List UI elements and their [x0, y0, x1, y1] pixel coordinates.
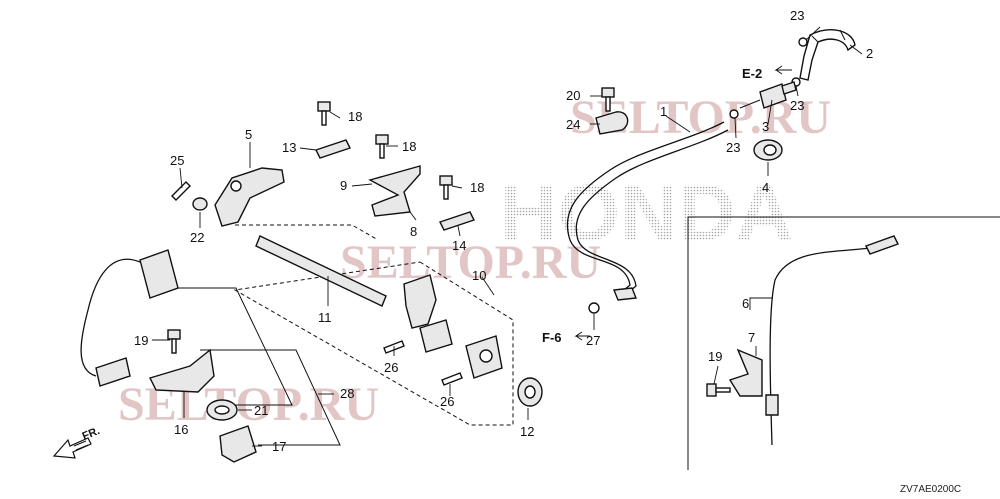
part-9-bracket [368, 165, 421, 217]
callout-19-inset: 19 [708, 349, 722, 364]
sensor-body [139, 249, 179, 299]
part-4-grommet [753, 139, 783, 161]
front-direction-indicator: FR. [52, 425, 102, 459]
callout-19-left: 19 [134, 333, 148, 348]
part-6-cable [769, 245, 885, 446]
part-13-plate [315, 139, 351, 159]
part-18-bolt-b [375, 134, 389, 159]
bracket-28-b [200, 349, 341, 446]
front-label: FR. [81, 425, 102, 443]
diagram-code: ZV7AE0200C [900, 484, 961, 495]
bracket-28 [175, 287, 293, 406]
callout-9: 9 [340, 178, 347, 193]
callout-20: 20 [566, 88, 580, 103]
callout-13: 13 [282, 140, 296, 155]
callout-labels: 23 2 23 23 3 4 1 20 24 27 18 18 18 13 9 … [134, 8, 873, 454]
callout-10: 10 [472, 268, 486, 283]
part-20-bolt [601, 87, 615, 112]
callout-24: 24 [566, 117, 580, 132]
part-19-bolt-a [167, 329, 181, 354]
part-26-pin-b [441, 372, 463, 386]
part-25-pin [171, 181, 191, 201]
ref-e2-label: E-2 [742, 66, 762, 81]
callout-8: 8 [410, 224, 417, 239]
part-11-shaft [255, 235, 387, 307]
callout-27: 27 [586, 333, 600, 348]
callout-23-low: 23 [726, 140, 740, 155]
watermark-layer: HONDA SELTOP.RU SELTOP.RU SELTOP.RU [118, 91, 831, 431]
part-10-arm [403, 274, 437, 329]
part-21-ring [206, 399, 238, 421]
part-10-hub-b-center [479, 349, 493, 363]
part-23-clamp-c [729, 109, 739, 119]
callout-17: 17 [272, 439, 286, 454]
callout-6: 6 [742, 296, 749, 311]
part-6-cable-top-end [865, 235, 899, 255]
assembly-10-box [233, 224, 514, 426]
callout-18-a: 18 [348, 109, 362, 124]
callout-21: 21 [254, 403, 268, 418]
part-12-collar [517, 377, 543, 407]
callout-2: 2 [866, 46, 873, 61]
inset-frame [687, 216, 1000, 470]
part-1-tube-end [613, 287, 637, 301]
part-2-hose [799, 29, 856, 81]
part-22-washer [192, 197, 208, 211]
sensor-connector [95, 357, 131, 387]
part-16-bracket [149, 348, 215, 393]
callout-4: 4 [762, 180, 769, 195]
callout-23-mid: 23 [790, 98, 804, 113]
part-1-tube [566, 121, 725, 296]
callout-5: 5 [245, 127, 252, 142]
callout-25: 25 [170, 153, 184, 168]
callout-12: 12 [520, 424, 534, 439]
part-17-boot [219, 425, 257, 463]
callout-28: 28 [340, 386, 354, 401]
ref-e2-arrow [774, 65, 792, 75]
part-18-bolt-c [439, 175, 453, 200]
part-5-lever [214, 167, 285, 227]
reference-arrow-f6: F-6 [542, 330, 590, 345]
part-5-pivot [230, 180, 242, 192]
watermark-brand: HONDA [500, 168, 793, 257]
part-19-bolt-b [706, 383, 731, 397]
part-27-clip [588, 302, 600, 314]
callout-18-b: 18 [402, 139, 416, 154]
callout-11: 11 [318, 310, 332, 325]
callout-3: 3 [762, 119, 769, 134]
sensor-wire [80, 258, 141, 377]
part-24-cable-clamp [595, 111, 629, 135]
part-3-fitting [739, 81, 797, 109]
callout-26-a: 26 [384, 360, 398, 375]
callout-1: 1 [660, 104, 667, 119]
callout-18-c: 18 [470, 180, 484, 195]
reference-arrow-e2: E-2 [742, 65, 792, 81]
part-14-plate [439, 211, 475, 231]
callout-14: 14 [452, 238, 466, 253]
callout-7: 7 [748, 330, 755, 345]
ref-f6-arrow [574, 331, 590, 341]
watermark-seltop-middle: SELTOP.RU [340, 236, 601, 289]
part-23-clamp-a [798, 37, 808, 47]
part-18-bolt-a [317, 101, 331, 126]
callout-16: 16 [174, 422, 188, 437]
part-1-tube-edge [575, 129, 729, 297]
callout-22: 22 [190, 230, 204, 245]
leader-lines [152, 26, 863, 447]
ref-f6-label: F-6 [542, 330, 562, 345]
callout-26-b: 26 [440, 394, 454, 409]
part-6-cable-bottom-end [765, 394, 779, 416]
callout-23-top: 23 [790, 8, 804, 23]
part-10-hub-a [419, 319, 453, 353]
part-7-bracket [728, 348, 763, 397]
